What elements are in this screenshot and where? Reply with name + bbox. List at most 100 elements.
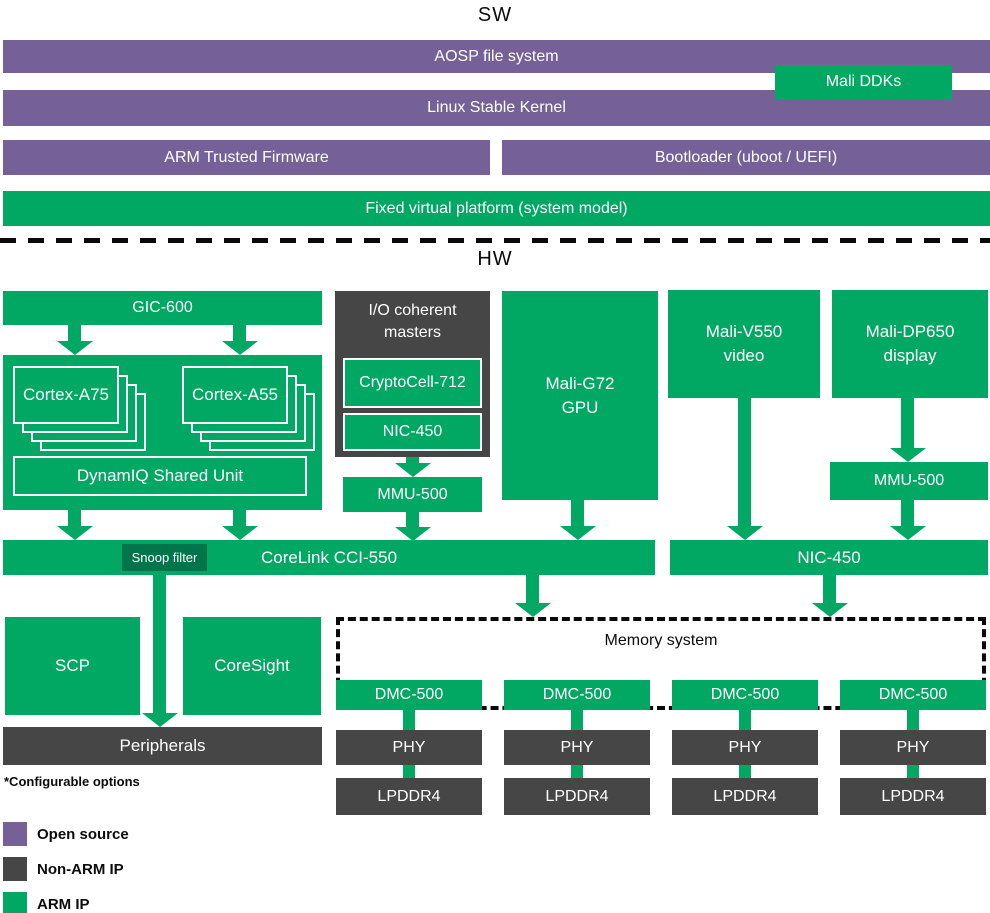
arm-ip-label: ARM IP	[37, 895, 90, 913]
arm-ip-swatch	[3, 892, 27, 913]
dmc-500-box: DMC-500	[672, 680, 818, 710]
lpddr4-box: LPDDR4	[504, 778, 650, 815]
lpddr4-label: LPDDR4	[713, 787, 777, 805]
lpddr4-box: LPDDR4	[336, 778, 482, 815]
mali-v550-label-line2: video	[723, 346, 765, 365]
lpddr4-box: LPDDR4	[840, 778, 986, 815]
peripherals-bar: Peripherals	[3, 727, 322, 765]
mali-v550-label-line1: Mali-V550	[705, 322, 783, 341]
mmu-500-left-box: MMU-500	[343, 477, 482, 512]
arrow-shaft	[901, 398, 914, 448]
dynamiq-shared-unit-label: DynamIQ Shared Unit	[76, 466, 244, 485]
hw-section-title: HW	[477, 248, 513, 270]
bootloader-label: Bootloader (uboot / UEFI)	[654, 148, 838, 166]
nic-450-bar-label: NIC-450	[797, 547, 861, 567]
arrow-head	[142, 713, 178, 727]
arrow-shaft	[233, 510, 246, 526]
dmc-500-box: DMC-500	[840, 680, 986, 710]
sw-section-title: SW	[477, 4, 513, 26]
arm-trusted-firmware-bar: ARM Trusted Firmware	[3, 140, 490, 175]
phy-label: PHY	[896, 738, 930, 756]
arrow-shaft	[901, 500, 914, 526]
sw-hw-dashed-divider	[0, 238, 990, 243]
cortex-a55-label: Cortex-A55	[192, 385, 278, 404]
arrow-head	[222, 341, 258, 355]
dmc-500-label: DMC-500	[374, 686, 444, 703]
arrow-head	[515, 603, 551, 617]
gic-600-bar: GIC-600	[3, 291, 322, 325]
cortex-a55-box: Cortex-A55	[182, 366, 288, 424]
phy-box: PHY	[504, 730, 650, 765]
mmu-500-left-label: MMU-500	[377, 485, 448, 503]
arrow-shaft	[406, 457, 419, 463]
memory-system-title: Memory system	[604, 632, 718, 649]
cortex-a75-label: Cortex-A75	[23, 385, 109, 404]
nic-450-inner-label: NIC-450	[382, 423, 443, 440]
connector-dmc-phy	[739, 705, 751, 730]
connector-dmc-phy	[907, 705, 919, 730]
phy-label: PHY	[560, 738, 594, 756]
arrow-shaft	[153, 575, 166, 713]
configurable-options-note: *Configurable options	[4, 774, 140, 789]
arrow-shaft	[406, 512, 419, 527]
arrow-head	[395, 527, 431, 541]
mali-dp650-label-line2: display	[883, 346, 937, 365]
nic-450-inner-box: NIC-450	[343, 413, 482, 451]
scp-label: SCP	[55, 656, 90, 675]
arrow-head	[560, 526, 596, 540]
arrow-shaft	[233, 325, 246, 341]
arrow-head	[57, 341, 93, 355]
mali-g72-gpu-box: Mali-G72 GPU	[502, 291, 658, 500]
io-coherent-masters-label: I/O coherent masters	[368, 302, 457, 341]
peripherals-label: Peripherals	[119, 736, 206, 755]
mali-g72-label-line2: GPU	[561, 397, 599, 417]
mali-v550-video-box: Mali-V550 video	[668, 290, 820, 398]
non-arm-ip-label: Non-ARM IP	[37, 860, 124, 878]
mali-g72-label-line1: Mali-G72	[545, 373, 615, 393]
arrow-shaft	[68, 325, 81, 341]
connector-dmc-phy	[403, 705, 415, 730]
arrow-shaft	[571, 500, 584, 526]
phy-box: PHY	[672, 730, 818, 765]
open-source-label: Open source	[37, 825, 129, 843]
dynamiq-shared-unit-box: DynamIQ Shared Unit	[13, 456, 307, 496]
legend-open-source: Open source	[3, 822, 129, 846]
arrow-shaft	[68, 510, 81, 526]
corelink-cci-550-label: CoreLink CCI-550	[260, 547, 398, 567]
lpddr4-label: LPDDR4	[377, 787, 441, 805]
dmc-500-label: DMC-500	[542, 686, 612, 703]
mali-ddks-label: Mali DDKs	[825, 73, 902, 90]
bootloader-bar: Bootloader (uboot / UEFI)	[502, 140, 990, 175]
connector-phy-lpddr4	[907, 765, 919, 778]
phy-box: PHY	[336, 730, 482, 765]
aosp-file-system-label: AOSP file system	[434, 47, 559, 65]
coresight-label: CoreSight	[214, 656, 290, 675]
gic-600-label: GIC-600	[132, 299, 193, 316]
lpddr4-label: LPDDR4	[881, 787, 945, 805]
arrow-shaft	[823, 575, 836, 603]
cryptocell-712-label: CryptoCell-712	[359, 374, 466, 391]
arrow-shaft	[738, 398, 751, 526]
legend-non-arm-ip: Non-ARM IP	[3, 857, 124, 881]
mali-dp650-display-box: Mali-DP650 display	[832, 290, 988, 398]
mmu-500-right-box: MMU-500	[830, 462, 988, 500]
arrow-head	[812, 603, 848, 617]
open-source-swatch	[3, 822, 27, 846]
phy-label: PHY	[728, 738, 762, 756]
connector-phy-lpddr4	[571, 765, 583, 778]
corelink-cci-550-bar: CoreLink CCI-550	[3, 540, 655, 575]
lpddr4-label: LPDDR4	[545, 787, 609, 805]
nic-450-bar: NIC-450	[670, 540, 988, 575]
arrow-head	[727, 526, 763, 540]
connector-phy-lpddr4	[739, 765, 751, 778]
linux-kernel-label: Linux Stable Kernel	[427, 99, 566, 116]
dmc-500-box: DMC-500	[504, 680, 650, 710]
mmu-500-right-label: MMU-500	[873, 472, 945, 489]
lpddr4-box: LPDDR4	[672, 778, 818, 815]
cryptocell-712-box: CryptoCell-712	[343, 358, 482, 408]
dmc-500-label: DMC-500	[878, 686, 948, 703]
arrow-head	[890, 448, 926, 462]
legend-arm-ip: ARM IP	[3, 892, 90, 913]
dmc-500-box: DMC-500	[336, 680, 482, 710]
